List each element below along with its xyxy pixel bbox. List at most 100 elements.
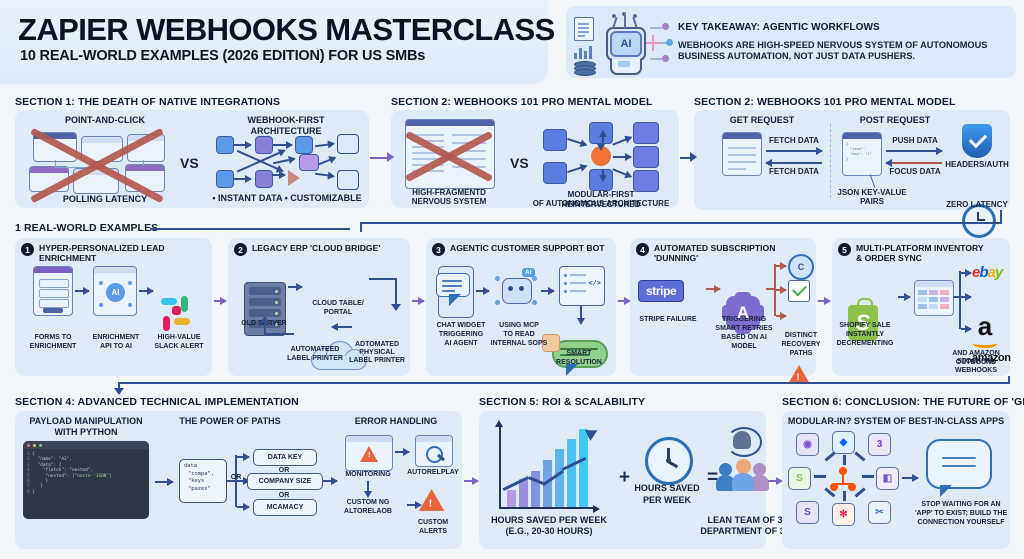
clock-icon	[962, 204, 996, 238]
printer1-caption-l3: LABEL PRINTER	[349, 357, 405, 364]
smart-resolution-l1: SMART	[566, 350, 592, 357]
flow-node-shuffle	[337, 170, 359, 190]
card-number-badge: 4	[636, 243, 649, 256]
zero-latency-label: ZERO LATENCY	[946, 200, 1008, 209]
python-code-window: 1 { 2 "name": "A2", 3 "data": { 4 "flatc…	[23, 441, 149, 519]
app-icon-shopify[interactable]: S	[788, 467, 811, 490]
headers-auth-label: HEADERS/AUTH	[945, 160, 1009, 169]
modular-first-label-l1: MODULAR-FIRST HEINTERVECTURED	[561, 190, 641, 209]
section2b-panel: GET REQUEST FETCH DATA FETCH DATA POST R…	[694, 110, 1010, 238]
connector	[370, 157, 390, 159]
app-icon-tools[interactable]: ✂	[868, 501, 891, 524]
gear-caption-l3: BASED ON AI	[721, 334, 767, 341]
database-icon	[574, 61, 596, 76]
section2b-title: SECTION 2: WEBHOOKS 101 PRO MENTAL MODEL	[694, 96, 956, 108]
connector	[680, 157, 694, 159]
document-icon	[574, 17, 594, 41]
section6-subtitle: MODULAR-IN? SYSTEM OF BEST-IN-CLASS APPS	[787, 416, 1005, 426]
gear-label: A	[736, 303, 750, 322]
section1-panel: POINT-AND-CLICK POLLING LATENCY VS WEBHO…	[15, 110, 369, 208]
autoreplay-label: AUTORELPLAY	[407, 469, 459, 476]
custom-ng-l1: CUSTOM NG	[346, 499, 390, 506]
page-title: ZAPIER WEBHOOKS MASTERCLASS	[18, 12, 555, 47]
connector-arrow	[618, 296, 631, 305]
example-card-1: 1 HYPER-PERSONALIZED LEAD ENRICHMENT AI	[15, 238, 212, 376]
gear-caption-l4: MODEL	[731, 343, 757, 350]
payload-title-l1: PAYLOAD MANIPULATION	[29, 416, 143, 426]
code-glyph: </>	[588, 279, 601, 287]
search-icon: C	[788, 254, 814, 280]
card-number-badge: 3	[432, 243, 445, 256]
step-caption: USING MCP	[499, 322, 539, 329]
fetch-data-top-label: FETCH DATA	[769, 136, 819, 145]
bar-chart-icon	[574, 45, 594, 59]
smart-resolution-l2: RESOLUTION	[556, 359, 602, 366]
connector-arrow	[114, 388, 124, 395]
custom-alerts-l1: CUSTOM	[417, 519, 449, 526]
step-caption: FORMS TO	[34, 334, 72, 341]
app-icon-cube[interactable]: ◧	[876, 467, 899, 490]
hub-gear-icon	[591, 146, 611, 166]
stripe-logo: stripe	[638, 280, 685, 302]
path-option-2[interactable]: COMPANY SIZE	[247, 473, 323, 490]
step-caption: ENRICHMENT	[29, 343, 77, 350]
example-card-5: 5 MULTI-PLATFORM INVENTORY & ORDER SYNC …	[832, 238, 1011, 376]
flow-node	[633, 146, 659, 168]
vs-label-2: VS	[510, 155, 529, 171]
shopify-caption-l2: INSTANTLY	[845, 331, 885, 338]
roi-bar-chart	[495, 420, 601, 513]
app-icon-slack-s[interactable]: S	[796, 501, 819, 524]
stripe-failure-label: STRIPE FAILURE	[639, 316, 697, 323]
card-number-badge: 1	[21, 243, 34, 256]
app-icon-mailchimp[interactable]: ◉	[796, 433, 819, 456]
app-icon-dropbox[interactable]: ◆	[832, 431, 855, 454]
ebay-logo: ebay	[972, 264, 1003, 281]
paths-caption-l3: PATHS	[789, 350, 813, 357]
warning-icon	[788, 365, 810, 384]
shield-icon	[962, 124, 992, 158]
or-label-2: OR	[278, 492, 290, 499]
closing-l1: STOP WAITING FOR AN	[921, 501, 1001, 508]
point-and-click-label: POINT-AND-CLICK	[65, 115, 145, 125]
step-caption: API TO AI	[100, 343, 132, 350]
paths-caption-l2: RECOVERY	[781, 341, 821, 348]
app-icon-slack[interactable]: ✻	[832, 503, 855, 526]
step-caption: INTERNAL SOPS	[490, 340, 548, 347]
path-option-1[interactable]: DATA KEY	[253, 449, 317, 466]
flow-node-triangle	[288, 170, 300, 186]
ai-robot-icon: AI	[566, 9, 678, 76]
paths-title: THE POWER OF PATHS	[179, 416, 281, 426]
json-code-line: {	[846, 142, 849, 146]
amazon-caption-l1: AND AMAZON STOCK VIA	[952, 350, 1000, 366]
flow-node	[543, 129, 567, 151]
connector-arrow	[818, 296, 831, 305]
closing-l2: 'APP' TO EXIST; BUILD THE	[914, 510, 1008, 517]
path-option-3[interactable]: MCAMACY	[253, 499, 317, 516]
flow-node	[633, 122, 659, 144]
smart-resolution-bubble	[552, 340, 608, 376]
instant-data-label: • INSTANT DATA • CUSTOMIZABLE	[212, 193, 362, 203]
step-caption: ENRICHMENT	[92, 334, 140, 341]
card-title-l1: MULTI-PLATFORM INVENTORY	[856, 243, 984, 253]
json-code-line: }	[846, 157, 849, 161]
gear-caption-l1: TRIGGERING	[721, 316, 767, 323]
team-caption-l1: LEAN TEAM OF 3	[707, 515, 783, 525]
json-caption-l1: JSON KEY-VALUE	[837, 188, 907, 197]
app-icon-notion[interactable]: 3	[868, 433, 891, 456]
card-title-l2: & ORDER SYNC	[856, 253, 922, 263]
old-server-label: OLD SERVER	[241, 320, 287, 327]
modular-first-label-l2: OF AUTONOMOUS ARCHITECTURE	[532, 199, 670, 208]
webhook-first-label: WEBHOOK-FIRST ARCHITECTURE	[247, 115, 325, 136]
examples-title: 1 REAL-WORLD EXAMPLES	[15, 222, 159, 234]
team-icon	[716, 455, 769, 491]
payload-title-l2: WITH PYTHON	[54, 427, 118, 437]
step-caption: TO READ	[503, 331, 535, 338]
data-node: data "compa", "keys "pazes"	[179, 459, 227, 503]
connector-arrow	[690, 152, 697, 162]
section4-title: SECTION 4: ADVANCED TECHNICAL IMPLEMENTA…	[15, 396, 299, 408]
example-card-3: 3 AGENTIC CUSTOMER SUPPORT BOT AI	[426, 238, 616, 376]
connector-arrow	[387, 152, 394, 162]
gear-caption-l2: SMART RETRIES	[715, 325, 773, 332]
fetch-data-bottom-label: FETCH DATA	[769, 167, 819, 176]
section4-panel: PAYLOAD MANIPULATION WITH PYTHON 1 { 2 "…	[15, 411, 462, 549]
